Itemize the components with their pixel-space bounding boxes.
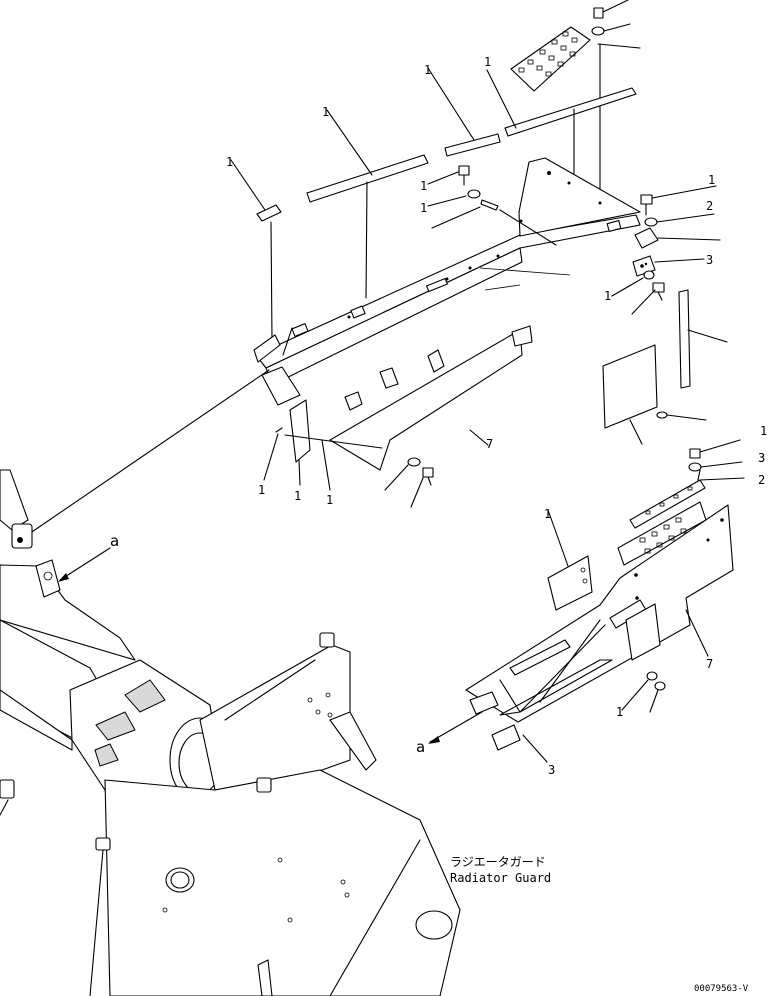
lower-bracket — [547, 509, 593, 611]
bolt-right-lower — [631, 282, 665, 315]
callout-cover-7: 7 — [486, 437, 493, 451]
callout-lower-2: 2 — [758, 473, 765, 487]
washer-right-lower — [611, 270, 655, 297]
lower-washer-2 — [699, 477, 745, 481]
callout-bottom-left-1: 1 — [258, 483, 265, 497]
bolt-top-right — [593, 0, 629, 19]
caption-jp: ラジエータガード — [450, 855, 546, 869]
rail-strip-short — [427, 67, 501, 157]
pin-mid — [431, 199, 557, 246]
callout-lower-1: 1 — [760, 424, 767, 438]
clip-left — [263, 427, 283, 481]
bracket-right — [632, 255, 705, 277]
clip-right — [634, 227, 721, 249]
rubber-block — [230, 159, 282, 341]
callout-right-3: 3 — [706, 253, 713, 267]
callout-bottom-left-3: 1 — [326, 493, 333, 507]
callout-lower-3: 3 — [758, 451, 765, 465]
callout-lower-nut: 1 — [616, 705, 623, 719]
bolt-mid — [427, 165, 470, 186]
callout-right-1: 1 — [708, 173, 715, 187]
caption: ラジエータガード Radiator Guard — [450, 855, 551, 885]
ref-a-lower: a — [416, 736, 440, 756]
ref-label-a-upper: a — [110, 532, 119, 550]
pin-lower — [284, 434, 383, 491]
seal-strip-vertical — [678, 289, 728, 389]
callout-top-rail-a: 1 — [484, 55, 491, 69]
callout-lower-3b: 3 — [548, 763, 555, 777]
lower-nut — [621, 671, 666, 713]
washer-mid — [427, 189, 481, 207]
callout-lower-7: 7 — [706, 657, 713, 671]
bolt-right — [640, 185, 717, 216]
callout-lower-plate: 1 — [544, 507, 551, 521]
perforated-plate — [510, 26, 591, 92]
washer-right — [644, 213, 715, 227]
machine-frame — [0, 469, 461, 996]
callout-bottom-left-2: 1 — [294, 489, 301, 503]
caption-en: Radiator Guard — [450, 871, 551, 885]
seal-angled-left — [289, 399, 311, 486]
callout-right-bolt: 1 — [604, 289, 611, 303]
callout-right-2: 2 — [706, 199, 713, 213]
ref-label-a-lower: a — [416, 738, 425, 756]
callout-block: 1 — [226, 155, 233, 169]
lower-washer-1 — [688, 461, 743, 472]
cover-upper — [329, 325, 533, 471]
rail-strip-left — [306, 109, 429, 299]
bolt-lower — [410, 467, 434, 508]
lower-frame — [429, 469, 734, 763]
callout-top-rail-b: 1 — [424, 63, 431, 77]
washer-top-right — [591, 23, 641, 206]
drawing-code: 00079563-V — [694, 984, 749, 994]
washer-lower — [384, 457, 421, 491]
upper-frame — [22, 157, 641, 539]
perforated-strip-lower — [617, 479, 707, 566]
seal-panel — [602, 344, 707, 445]
callout-bolt-mid: 1 — [420, 179, 427, 193]
lower-bolt — [689, 439, 741, 459]
callout-rail-left: 1 — [322, 105, 329, 119]
ref-a-upper: a — [58, 532, 119, 582]
callout-washer-mid: 1 — [420, 201, 427, 215]
callouts: 1 1 1 1 1 1 1 2 3 1 1 1 1 7 1 3 2 1 7 1 … — [226, 55, 767, 777]
